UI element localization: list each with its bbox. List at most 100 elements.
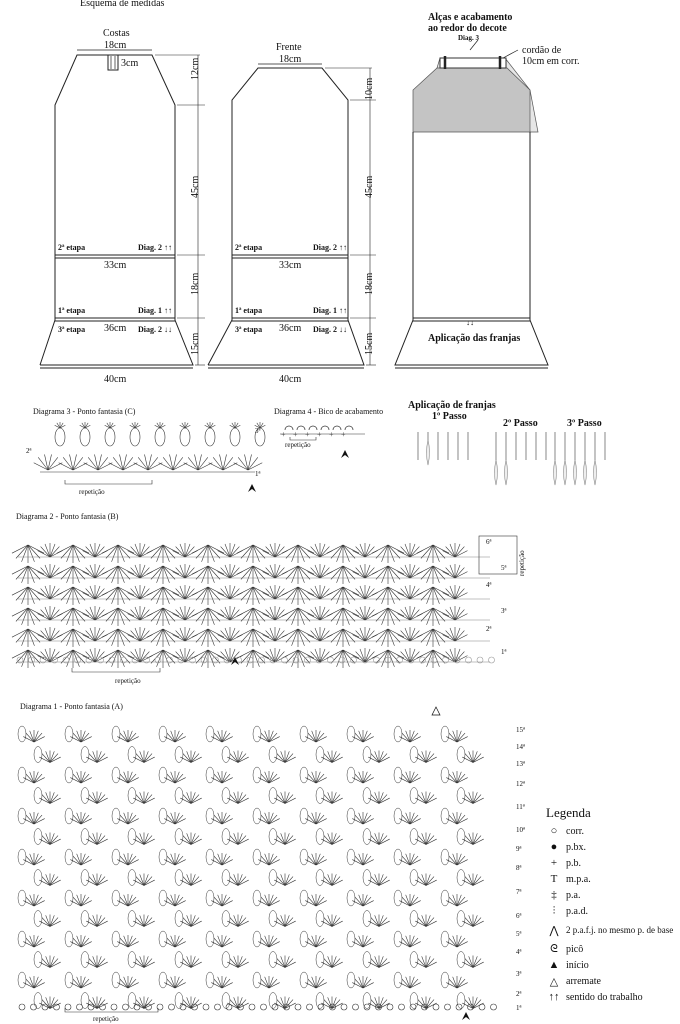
diagram1-fan: [39, 996, 61, 1009]
diagram3-shell: [154, 422, 166, 429]
alcas-arrows: ↓↓: [466, 318, 474, 327]
diagram1-loop: [127, 746, 137, 763]
diagram2-fan: [307, 648, 333, 663]
diagram1-fan: [305, 853, 327, 866]
diagram1-loop: [346, 971, 356, 989]
diagram4-sc: +: [293, 430, 298, 439]
frente-etapa3: 3ª etapa: [235, 325, 263, 334]
diagram1-fan: [305, 730, 327, 743]
diagram1-loop: [221, 787, 231, 804]
diagram2-chain: [246, 656, 254, 664]
diagram2-fan: [127, 606, 153, 621]
diagram1-loop: [221, 828, 231, 845]
diagram1-loop: [221, 992, 231, 1009]
diagram2-fan: [397, 606, 423, 621]
diagram1-loop: [17, 725, 27, 743]
diagram1-fan: [117, 812, 139, 825]
diagram1-fan: [133, 914, 155, 927]
diagram1-loop: [205, 848, 215, 866]
diagram1-fan: [86, 996, 108, 1009]
diagram1-loop: [409, 787, 419, 804]
diagram1-loop: [299, 889, 309, 907]
costas-w-bottom: 40cm: [104, 374, 127, 385]
diagram1-fan: [180, 791, 202, 804]
diagram1-loop: [268, 828, 278, 845]
legend-label: m.p.a.: [566, 873, 591, 885]
diagram1-loop: [158, 889, 168, 907]
diagram1-chain: [53, 1003, 60, 1011]
diagram2-chain: [62, 656, 70, 664]
diagram2-fan: [11, 649, 45, 668]
diagram2-fan: [101, 649, 135, 668]
diagram1-loop: [440, 848, 450, 866]
diagram1-loop: [221, 869, 231, 886]
diagram1-fan: [23, 894, 45, 907]
diagram1-fan: [446, 853, 468, 866]
diagram2-fan: [416, 586, 450, 605]
diagram2-fan: [217, 606, 243, 621]
alcas-diag3: Diag. 3: [458, 34, 479, 42]
costas-diag1-up: Diag. 1 ↑↑: [138, 306, 172, 315]
costas-neck-depth: 3cm: [121, 58, 139, 69]
diagram1-loop: [315, 746, 325, 763]
diagram2-row-4: 4ª: [486, 581, 492, 589]
diagram2-fan: [416, 607, 450, 626]
diagram1-row-10: 10ª: [516, 826, 525, 834]
diagram1-fan: [415, 791, 437, 804]
diagram1-chain: [340, 1003, 348, 1011]
diagram1-chain: [409, 1003, 417, 1011]
diagram2-fan: [82, 564, 108, 579]
diagram1-fan: [415, 914, 437, 927]
costas-title: Costas: [103, 28, 130, 39]
diagram1-fan: [86, 750, 108, 763]
diagram1-fan: [23, 853, 45, 866]
diagram2-fan: [37, 627, 63, 642]
diagram1-fan: [70, 935, 92, 948]
diagram1-fan: [321, 832, 343, 845]
diagram1-loop: [33, 910, 43, 927]
diagram1-chain: [110, 1003, 118, 1011]
diagram1-repeat: repetição: [93, 1015, 119, 1023]
legend-label: p.a.d.: [566, 905, 588, 917]
diagram2-fan: [352, 606, 378, 621]
frente-title: Frente: [276, 42, 302, 53]
diagram1-chain: [283, 1003, 290, 1011]
diagram1-fan: [446, 976, 468, 989]
diagram1-fan: [39, 873, 61, 886]
diagram2-fan: [37, 606, 63, 621]
diagram1-loop: [205, 971, 215, 989]
diagram4-sc: +: [305, 430, 310, 439]
picot-icon: ᘓ: [550, 942, 558, 955]
diagram2-chain: [476, 656, 484, 664]
diagram2-fan: [11, 544, 45, 563]
diagram2-fan: [127, 627, 153, 642]
diagram1-fan: [274, 832, 296, 845]
diagram3-fan: [58, 454, 88, 471]
diagram1-fan: [180, 750, 202, 763]
diagram1-loop: [268, 910, 278, 927]
diagram1-loop: [346, 930, 356, 948]
slip-stitch-icon: ●: [550, 841, 558, 853]
diagram2-chain: [396, 656, 403, 664]
diagram1-loop: [440, 807, 450, 825]
diagram1-fan: [86, 955, 108, 968]
diagram1-title: Diagrama 1 - Ponto fantasia (A): [20, 702, 123, 711]
diagram1-fan: [211, 771, 233, 784]
diagram2-fan: [217, 627, 243, 642]
diagram2-fan: [236, 586, 270, 605]
diagram1-loop: [221, 910, 231, 927]
diagram1-fan: [39, 791, 61, 804]
diagram1-loop: [393, 971, 403, 989]
diagram2-fan: [442, 585, 468, 600]
diagram2-chain: [131, 656, 139, 664]
diagram2-fan: [262, 543, 288, 558]
diagram1-loop: [80, 951, 90, 968]
diagram1-loop: [111, 848, 121, 866]
frente-h2: 45cm: [364, 175, 375, 198]
diagram2-fan: [37, 564, 63, 579]
diagram1-loop: [440, 766, 450, 784]
diagram3-loop: [129, 427, 141, 447]
diagram2-fan: [236, 607, 270, 626]
diagram1-loop: [456, 828, 466, 845]
